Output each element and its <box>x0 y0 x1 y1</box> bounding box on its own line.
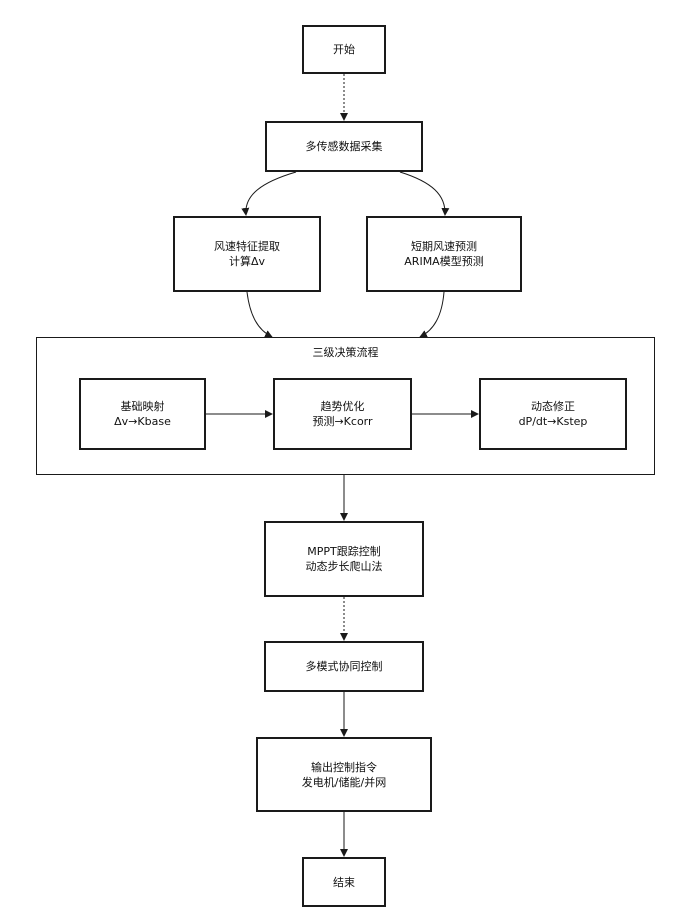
dynamic-correction-line1: 动态修正 <box>531 399 575 414</box>
data-collection-label: 多传感数据采集 <box>306 139 383 154</box>
dynamic-correction-node: 动态修正 dP/dt→Kstep <box>479 378 627 450</box>
trend-correction-line1: 趋势优化 <box>321 399 365 414</box>
mppt-line1: MPPT跟踪控制 <box>307 544 380 559</box>
end-label: 结束 <box>333 875 355 890</box>
arrow-feature-to-group <box>247 292 272 337</box>
start-node: 开始 <box>302 25 386 74</box>
start-label: 开始 <box>333 42 355 57</box>
data-collection-node: 多传感数据采集 <box>265 121 423 172</box>
base-mapping-node: 基础映射 Δv→Kbase <box>79 378 206 450</box>
dynamic-correction-line2: dP/dt→Kstep <box>519 414 588 429</box>
wind-forecast-node: 短期风速预测 ARIMA模型预测 <box>366 216 522 292</box>
multi-mode-label: 多模式协同控制 <box>306 659 383 674</box>
wind-feature-node: 风速特征提取 计算Δv <box>173 216 321 292</box>
wind-forecast-line2: ARIMA模型预测 <box>404 254 483 269</box>
output-line2: 发电机/储能/并网 <box>302 775 386 790</box>
mppt-line2: 动态步长爬山法 <box>306 559 383 574</box>
arrow-collection-to-forecast <box>400 172 445 215</box>
trend-correction-node: 趋势优化 预测→Kcorr <box>273 378 412 450</box>
base-mapping-line1: 基础映射 <box>121 399 165 414</box>
arrow-collection-to-feature <box>246 172 296 215</box>
base-mapping-line2: Δv→Kbase <box>114 414 171 429</box>
output-line1: 输出控制指令 <box>311 760 377 775</box>
wind-feature-line1: 风速特征提取 <box>214 239 280 254</box>
output-node: 输出控制指令 发电机/储能/并网 <box>256 737 432 812</box>
arrow-forecast-to-group <box>420 292 444 337</box>
wind-feature-line2: 计算Δv <box>229 254 265 269</box>
trend-correction-line2: 预测→Kcorr <box>312 414 372 429</box>
multi-mode-node: 多模式协同控制 <box>264 641 424 692</box>
mppt-node: MPPT跟踪控制 动态步长爬山法 <box>264 521 424 597</box>
end-node: 结束 <box>302 857 386 907</box>
wind-forecast-line1: 短期风速预测 <box>411 239 477 254</box>
decision-group-title: 三级决策流程 <box>37 344 654 360</box>
